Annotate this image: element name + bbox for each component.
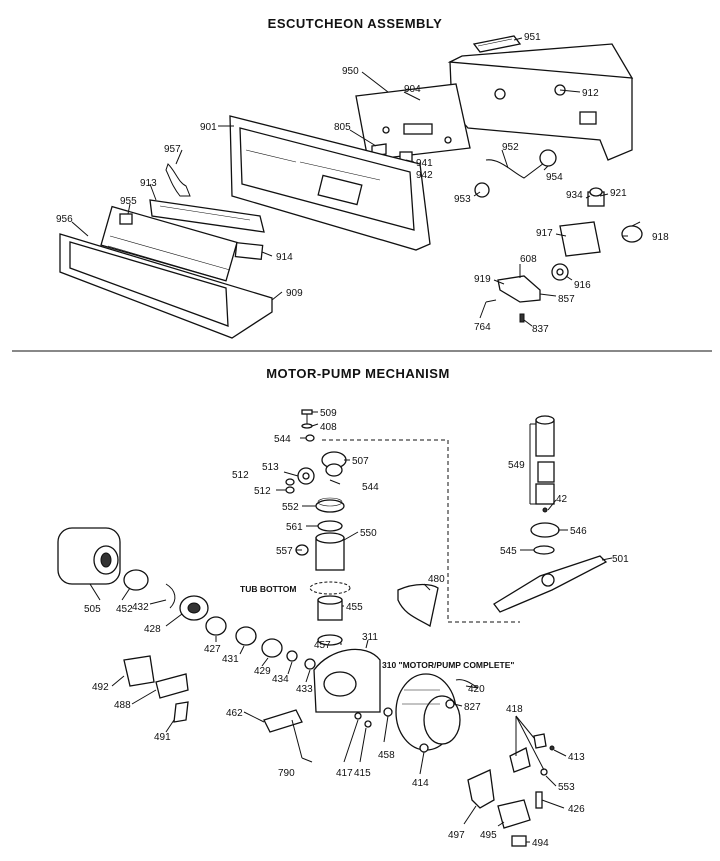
part-label: 913 xyxy=(140,178,157,189)
part-label: 457 xyxy=(314,640,331,651)
part-label: 509 xyxy=(320,408,337,419)
part-label: 431 xyxy=(222,654,239,665)
part-label: 951 xyxy=(524,32,541,43)
escutcheon-title: ESCUTCHEON ASSEMBLY xyxy=(268,16,443,31)
part-label: 413 xyxy=(568,752,585,763)
part-label: 916 xyxy=(574,280,591,291)
part-label: 561 xyxy=(286,522,303,533)
part-label: 954 xyxy=(546,172,563,183)
part-label: 491 xyxy=(154,732,171,743)
part-label: 545 xyxy=(500,546,517,557)
motor-pump-drawing xyxy=(57,409,608,847)
part-label: 941 xyxy=(416,158,433,169)
part-label: 857 xyxy=(558,294,575,305)
part-label: 950 xyxy=(342,66,359,77)
part-label: 956 xyxy=(56,214,73,225)
part-label: 433 xyxy=(296,684,313,695)
part-label: 912 xyxy=(582,88,599,99)
part-label: 426 xyxy=(568,804,585,815)
part-label: 953 xyxy=(454,194,471,205)
part-label: 418 xyxy=(506,704,523,715)
part-label: 492 xyxy=(92,682,109,693)
part-label: 917 xyxy=(536,228,553,239)
part-label: 549 xyxy=(508,460,525,471)
part-label: 608 xyxy=(520,254,537,265)
part-label: 427 xyxy=(204,644,221,655)
part-label: 507 xyxy=(352,456,369,467)
part-label: 914 xyxy=(276,252,293,263)
part-label: 428 xyxy=(144,624,161,635)
part-label: 42 xyxy=(556,494,568,505)
part-label: 790 xyxy=(278,768,295,779)
part-label: 458 xyxy=(378,750,395,761)
part-label: 488 xyxy=(114,700,131,711)
part-label: 501 xyxy=(612,554,629,565)
part-label: 837 xyxy=(532,324,549,335)
part-label: 455 xyxy=(346,602,363,613)
escutcheon-drawing xyxy=(59,35,643,339)
part-label: 934 xyxy=(566,190,583,201)
part-label: 919 xyxy=(474,274,491,285)
part-label: 434 xyxy=(272,674,289,685)
part-label: 480 xyxy=(428,574,445,585)
part-label: 420 xyxy=(468,684,485,695)
part-label: 805 xyxy=(334,122,351,133)
part-label: 497 xyxy=(448,830,465,841)
part-label: 957 xyxy=(164,144,181,155)
part-label: 512 xyxy=(254,486,271,497)
part-label: 415 xyxy=(354,768,371,779)
part-label: 955 xyxy=(120,196,137,207)
part-label: 921 xyxy=(610,188,627,199)
tub-bottom-note: TUB BOTTOM xyxy=(240,584,297,594)
motor-pump-complete-note: 310 "MOTOR/PUMP COMPLETE" xyxy=(382,660,514,670)
part-label: 544 xyxy=(274,434,291,445)
part-label: 952 xyxy=(502,142,519,153)
part-label: 505 xyxy=(84,604,101,615)
part-label: 550 xyxy=(360,528,377,539)
pump-part-labels: 509 408 544 507 513 512 512 544 552 561 … xyxy=(84,408,629,849)
escutcheon-part-labels: 951 912 950 904 901 805 941 942 957 952 … xyxy=(56,32,669,335)
part-label: 462 xyxy=(226,708,243,719)
part-label: 918 xyxy=(652,232,669,243)
part-label: 901 xyxy=(200,122,217,133)
part-label: 552 xyxy=(282,502,299,513)
part-label: 429 xyxy=(254,666,271,677)
part-label: 311 xyxy=(362,632,378,643)
part-label: 942 xyxy=(416,170,433,181)
part-label: 553 xyxy=(558,782,575,793)
part-label: 452 xyxy=(116,604,133,615)
part-label: 557 xyxy=(276,546,293,557)
part-label: 512 xyxy=(232,470,249,481)
part-label: 909 xyxy=(286,288,303,299)
part-label: 432 xyxy=(132,602,149,613)
part-label: 495 xyxy=(480,830,497,841)
part-label: 904 xyxy=(404,84,421,95)
part-label: 546 xyxy=(570,526,587,537)
part-label: 764 xyxy=(474,322,491,333)
part-label: 513 xyxy=(262,462,279,473)
part-label: 544 xyxy=(362,482,379,493)
part-label: 827 xyxy=(464,702,481,713)
motor-pump-title: MOTOR-PUMP MECHANISM xyxy=(266,366,450,381)
leader-lines xyxy=(71,37,628,843)
part-label: 417 xyxy=(336,768,353,779)
part-label: 494 xyxy=(532,838,549,849)
part-label: 408 xyxy=(320,422,337,433)
part-label: 414 xyxy=(412,778,429,789)
